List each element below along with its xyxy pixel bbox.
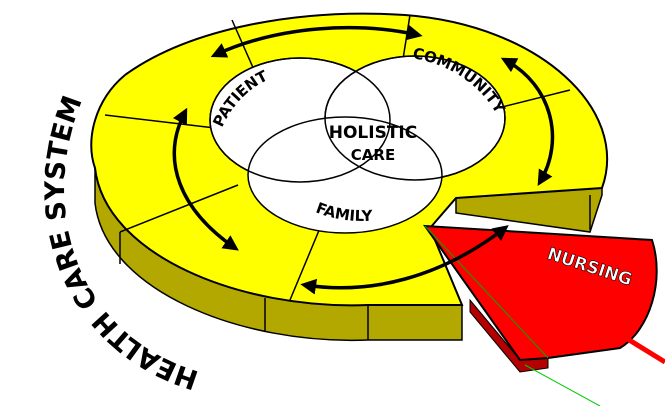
wedge-guide-line: [525, 365, 600, 406]
care-label: CARE: [351, 146, 395, 164]
holistic-label: HOLISTIC: [329, 123, 417, 143]
